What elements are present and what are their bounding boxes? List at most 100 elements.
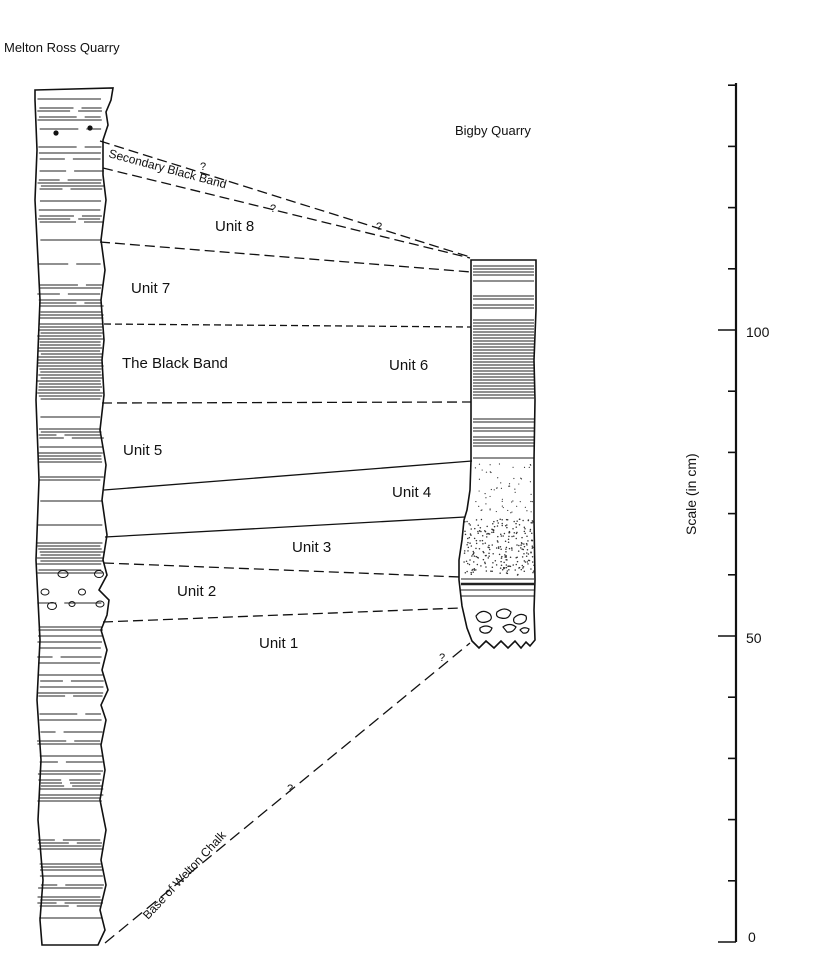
stipple-dot (492, 523, 494, 525)
stipple-dot (497, 522, 500, 524)
stipple-dot (488, 548, 491, 551)
stipple-dot (526, 544, 528, 546)
stipple-dot (531, 520, 534, 522)
stipple-dot (505, 551, 507, 553)
stipple-dot (485, 554, 487, 557)
stipple-dot (511, 549, 513, 551)
stipple-dot (523, 543, 525, 545)
query-mark: ? (439, 652, 445, 664)
stipple-dot (485, 566, 487, 568)
stipple-dot (505, 548, 507, 550)
stipple-dot (520, 477, 522, 479)
stipple-dot (477, 530, 479, 533)
stipple-dot (507, 541, 510, 544)
stipple-dot (501, 522, 503, 525)
unit5-base-line (103, 460, 473, 491)
stipple-dot (478, 490, 480, 492)
stipple-dot (513, 477, 515, 480)
stipple-dot (531, 545, 534, 547)
chalk-rubble (513, 613, 527, 625)
stipple-dot (513, 535, 515, 537)
stipple-dot (516, 544, 518, 546)
stipple-dot (468, 563, 471, 566)
stipple-dot (506, 524, 508, 526)
stipple-dot (489, 509, 491, 511)
stipple-dot (479, 540, 481, 542)
stipple-dot (531, 547, 534, 549)
stipple-dot (531, 555, 534, 558)
secondary-black-band-base-line (102, 167, 471, 259)
stipple-dot (476, 563, 479, 566)
stipple-dot (509, 565, 512, 568)
pebble-oval (78, 588, 86, 596)
stipple-dot (484, 529, 486, 532)
stipple-dot (505, 564, 508, 566)
chalk-rubble (519, 627, 530, 634)
pebble-oval (57, 570, 69, 578)
base-welton-chalk-line (104, 642, 471, 944)
stipple-dot (504, 524, 507, 527)
stipple-dot (467, 546, 470, 549)
stipple-dot (531, 501, 533, 503)
stipple-dot (523, 560, 526, 562)
stipple-dot (491, 528, 493, 530)
stipple-dot (473, 567, 476, 570)
query-mark: ? (270, 203, 276, 215)
stipple-dot (504, 554, 506, 556)
stipple-dot (481, 469, 483, 471)
stipple-dot (524, 506, 526, 508)
stipple-dot (513, 531, 516, 534)
stipple-dot (508, 485, 511, 487)
stipple-dot (477, 532, 479, 534)
stipple-dot (463, 552, 466, 554)
bigby-column (458, 259, 537, 650)
stipple-dot (486, 533, 488, 535)
stipple-dot (520, 544, 522, 546)
stipple-dot (498, 553, 501, 556)
stipple-dot (485, 471, 488, 473)
stipple-dot (525, 555, 528, 558)
stipple-dot (474, 527, 476, 530)
stipple-dot (502, 535, 504, 537)
black-band-base-line (101, 401, 472, 404)
stipple-dot (474, 467, 477, 469)
pebble-oval (47, 602, 57, 610)
melton-ross-title: Melton Ross Quarry (4, 40, 120, 55)
stipple-dot (501, 519, 503, 521)
scale-axis-label: Scale (in cm) (683, 453, 699, 535)
stipple-dot (530, 511, 532, 513)
stipple-dot (478, 463, 481, 465)
stipple-dot (503, 561, 505, 564)
stipple-dot (505, 572, 508, 574)
stipple-dot (479, 526, 482, 529)
stipple-dot (490, 488, 492, 491)
stipple-dot (525, 542, 528, 545)
nodule-dot (53, 130, 59, 136)
stipple-dot (529, 530, 531, 532)
stipple-dot (478, 505, 480, 507)
stipple-dot (515, 522, 517, 525)
stipple-dot (493, 525, 496, 528)
stipple-dot (523, 570, 526, 573)
stipple-dot (500, 560, 502, 563)
stipple-dot (500, 487, 503, 489)
stipple-dot (490, 570, 492, 572)
stipple-dot (527, 519, 530, 521)
stipple-dot (501, 568, 504, 571)
stipple-dot (472, 571, 474, 573)
bigby-title: Bigby Quarry (455, 123, 531, 138)
stipple-dot (488, 552, 490, 554)
stipple-dot (469, 524, 472, 526)
stipple-dot (485, 570, 488, 572)
stipple-dot (515, 537, 518, 540)
stipple-dot (472, 568, 474, 571)
stipple-dot (508, 483, 511, 485)
stipple-dot (485, 503, 487, 505)
stipple-dot (523, 553, 525, 555)
stipple-dot (467, 537, 469, 540)
stipple-dot (502, 566, 505, 569)
stipple-dot (491, 566, 494, 568)
stipple-dot (489, 464, 491, 466)
stipple-dot (470, 573, 473, 575)
stipple-dot (494, 559, 497, 562)
